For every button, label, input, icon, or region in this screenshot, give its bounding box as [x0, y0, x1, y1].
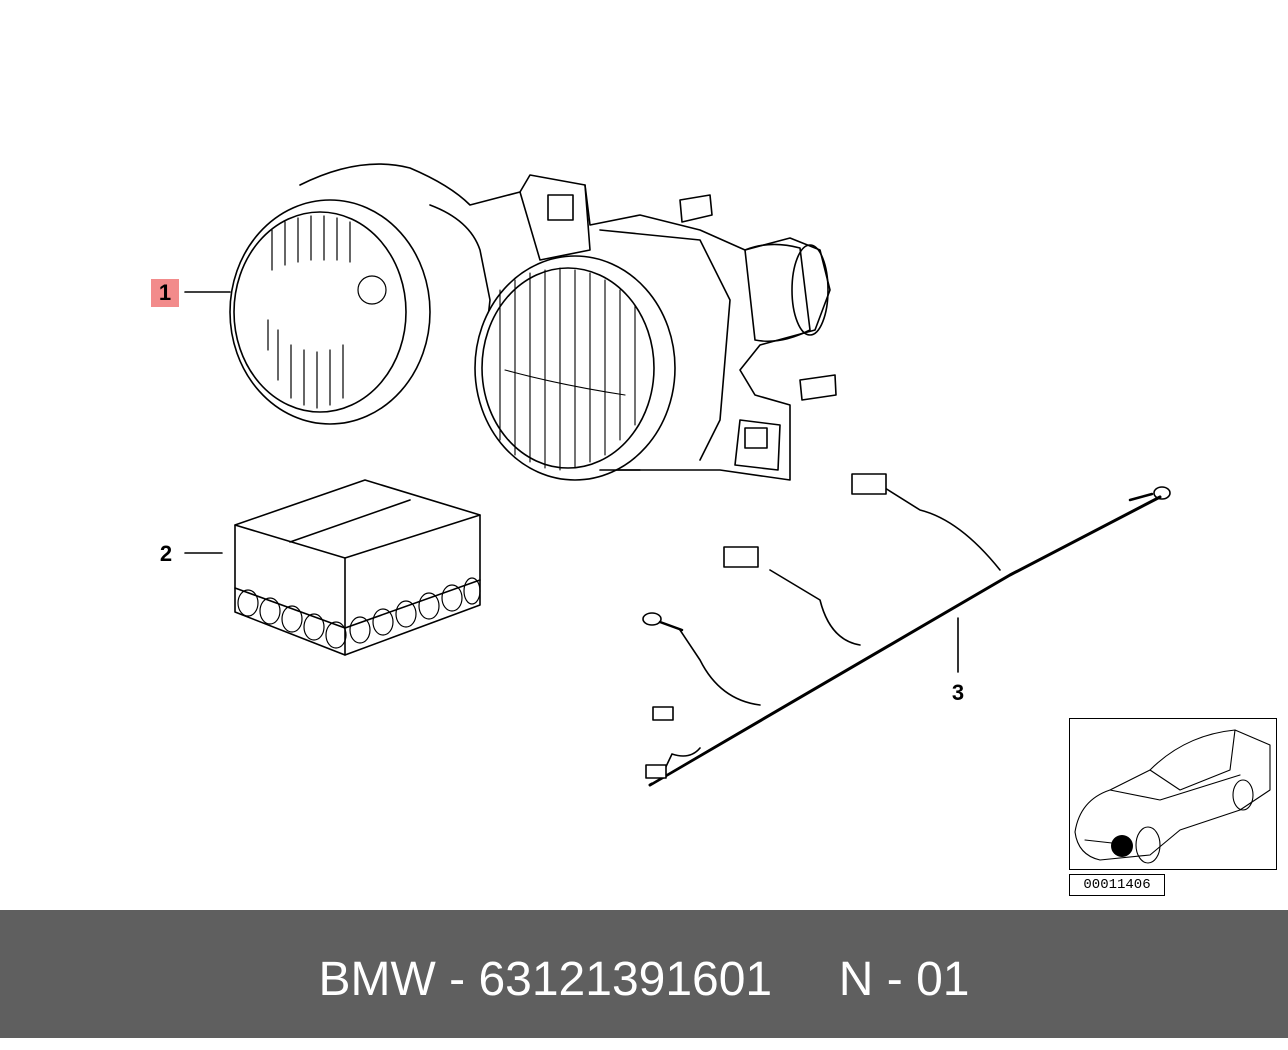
bulb-carton — [234, 479, 481, 656]
fog-light-assembly — [229, 163, 837, 481]
footer-bar: BMW - 63121391601 N - 01 — [0, 910, 1288, 1038]
callout-label-3: 3 — [951, 680, 965, 705]
callout-label-2: 2 — [159, 541, 173, 566]
callout-label-1: 1 — [151, 279, 179, 307]
footer-part-label: BMW - 63121391601 N - 01 — [318, 953, 970, 1006]
parts-diagram — [184, 163, 1271, 864]
reference-number: 00011406 — [1069, 874, 1165, 896]
wiring-harness — [642, 473, 1171, 787]
vehicle-location-thumbnail — [1074, 729, 1271, 864]
location-marker-icon — [1111, 835, 1133, 857]
thumbnail-frame — [1069, 718, 1277, 870]
